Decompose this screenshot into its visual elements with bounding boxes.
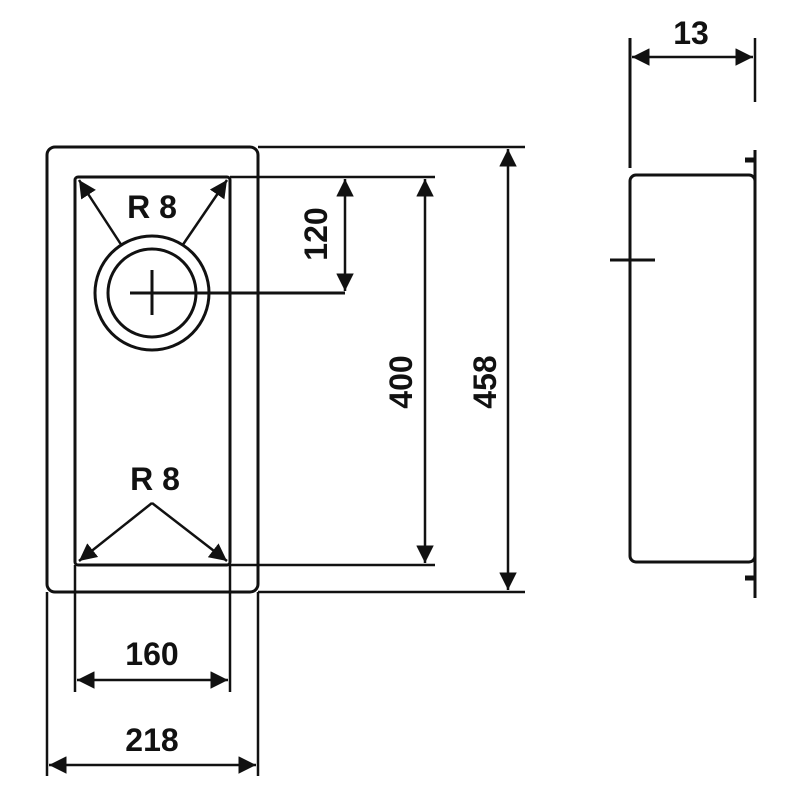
radius-bottom-label: R 8 (130, 461, 180, 497)
side-view (610, 38, 757, 598)
drain (93, 234, 345, 352)
radius-top-label: R 8 (127, 189, 177, 225)
dim-outer-length: 458 (467, 355, 503, 408)
dim-outer-width: 218 (125, 722, 178, 758)
extension-lines (45, 145, 525, 776)
radius-bottom-arrow-right (151, 502, 228, 562)
radius-bottom-arrow-left (78, 502, 153, 562)
dim-flange-thickness: 13 (673, 15, 709, 51)
radius-top-arrow-right (180, 179, 229, 247)
dim-inner-length: 400 (383, 355, 419, 408)
sink-bowl-outline (73, 175, 232, 567)
sink-outer-outline (45, 145, 260, 594)
dim-inner-width: 160 (125, 636, 178, 672)
radius-top-arrow-left (77, 179, 124, 247)
dim-drain-offset: 120 (298, 207, 334, 260)
